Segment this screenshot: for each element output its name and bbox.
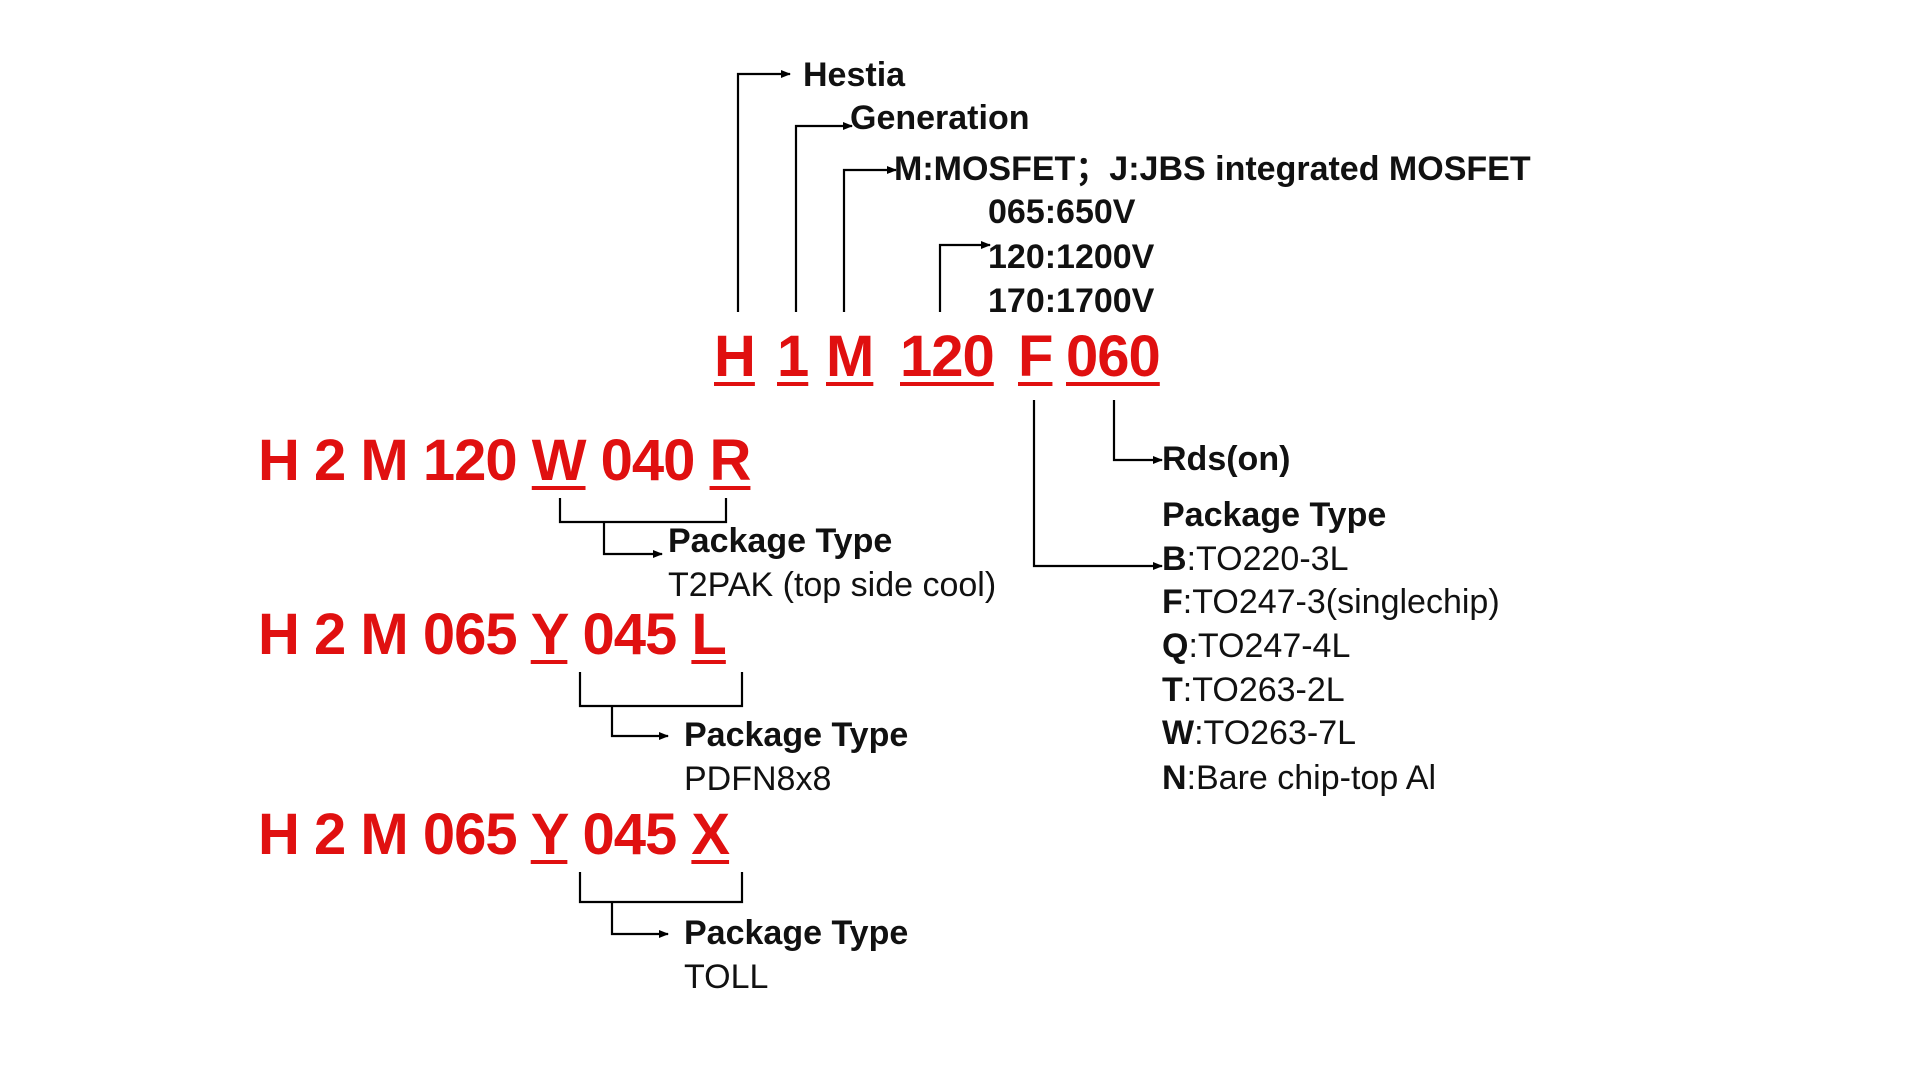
example-2-code: H 2 M 065 Y 045 L — [258, 602, 727, 667]
voltage-option-120: 120:1200V — [988, 238, 1155, 276]
example-2-package-value: PDFN8x8 — [684, 760, 832, 798]
hestia-connector — [736, 70, 791, 312]
voltage-option-170: 170:1700V — [988, 282, 1155, 320]
code-segment-generation: 1 — [777, 324, 809, 389]
example-2-package-title: Package Type — [684, 716, 909, 754]
generation-label: Generation — [850, 99, 1030, 137]
example-3-package-title: Package Type — [684, 914, 909, 952]
example-3-package-value: TOLL — [684, 958, 769, 996]
example-1-bracket — [558, 498, 728, 524]
package-option-n: N:Bare chip-top Al — [1162, 759, 1437, 797]
example-2-bracket — [578, 672, 744, 708]
example-1-arrow — [602, 522, 663, 558]
package-connector — [1032, 400, 1163, 570]
example-1-code: H 2 M 120 W 040 R — [258, 428, 751, 493]
rds-connector — [1112, 400, 1163, 464]
package-option-b: B:TO220-3L — [1162, 540, 1349, 578]
voltage-connector — [938, 241, 991, 312]
type-label: M:MOSFET；J:JBS integrated MOSFET — [894, 150, 1531, 188]
package-option-t: T:TO263-2L — [1162, 671, 1345, 709]
code-segment-voltage: 120 — [900, 324, 995, 389]
package-option-q: Q:TO247-4L — [1162, 627, 1351, 665]
example-2-arrow — [610, 706, 669, 740]
package-type-title: Package Type — [1162, 496, 1387, 534]
example-3-bracket — [578, 872, 744, 904]
example-3-code: H 2 M 065 Y 045 X — [258, 802, 730, 867]
code-segment-type: M — [826, 324, 874, 389]
code-segment-rds: 060 — [1066, 324, 1161, 389]
type-connector — [842, 166, 897, 312]
hestia-label: Hestia — [803, 56, 906, 94]
example-3-arrow — [610, 902, 669, 938]
code-segment-package: F — [1018, 324, 1053, 389]
example-1-package-title: Package Type — [668, 522, 893, 560]
generation-connector — [794, 122, 853, 312]
voltage-option-065: 065:650V — [988, 193, 1136, 231]
package-option-f: F:TO247-3(singlechip) — [1162, 583, 1500, 621]
package-option-w: W:TO263-7L — [1162, 714, 1357, 752]
rds-label: Rds(on) — [1162, 440, 1291, 478]
example-1-package-value: T2PAK (top side cool) — [668, 566, 997, 604]
code-segment-h: H — [714, 324, 756, 389]
